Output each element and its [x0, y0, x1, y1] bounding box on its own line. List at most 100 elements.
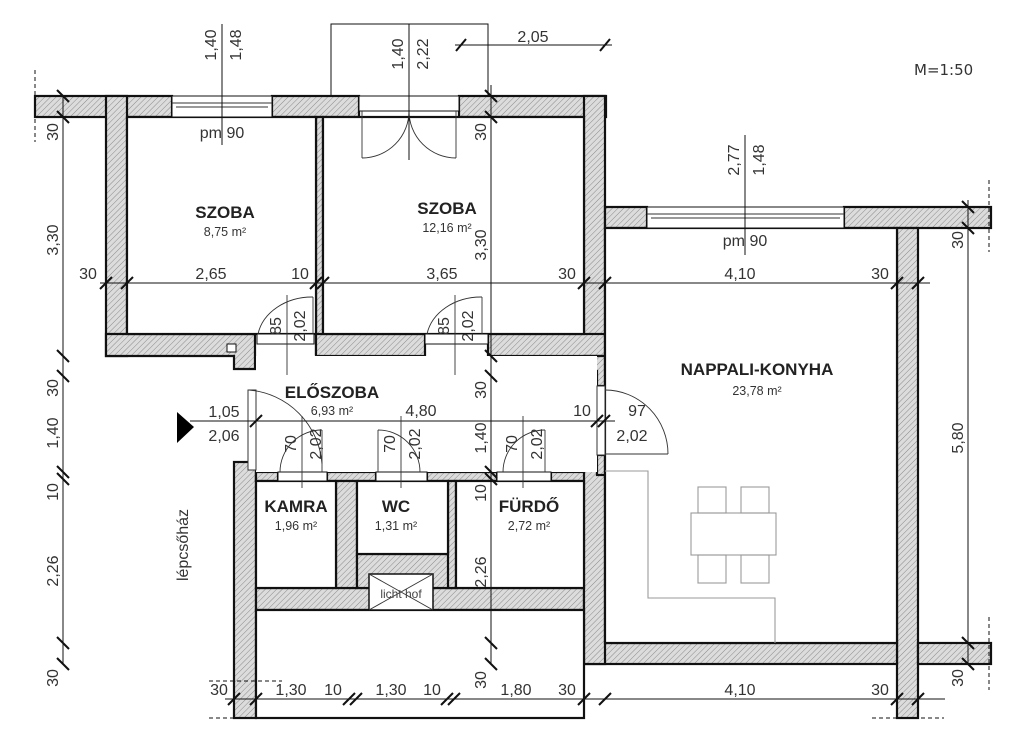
- door-height-szoba2: 2,02: [460, 310, 477, 341]
- wall-bottom-nappali: [582, 641, 899, 666]
- dim-left: 30: [45, 379, 62, 397]
- dim-right: 30: [950, 231, 967, 249]
- scale-label: M=1:50: [914, 61, 973, 79]
- dining-table: [690, 512, 777, 556]
- wall-corridor-end: [595, 453, 607, 477]
- dim-bottom: 10: [324, 682, 342, 699]
- room-area-szoba1: 8,75 m²: [204, 225, 246, 239]
- wall-nappali-top-left: [603, 205, 649, 230]
- dim-top: 30: [871, 266, 889, 283]
- entrance-arrow-icon: [177, 412, 194, 443]
- door-width-furdo: 70: [504, 435, 521, 453]
- room-area-eloszoba: 6,93 m²: [311, 404, 353, 418]
- wall-left-szoba1: [104, 94, 129, 358]
- balcony-door-height: 2,22: [415, 38, 432, 69]
- dim-top: 3,65: [426, 266, 457, 283]
- wall-kamra-wc: [334, 479, 359, 590]
- wall-szoba2-bottom-right: [486, 332, 607, 358]
- dim-mid: 30: [473, 123, 490, 141]
- dim-bottom: 1,30: [375, 682, 406, 699]
- room-name-nappali: NAPPALI-KONYHA: [681, 360, 834, 379]
- dim-top: 30: [558, 266, 576, 283]
- dim-top: 2,65: [195, 266, 226, 283]
- dim-right: 5,80: [950, 422, 967, 453]
- dim-mid: 30: [473, 381, 490, 399]
- dim-hall: 4,80: [405, 403, 436, 420]
- room-name-szoba2: SZOBA: [417, 199, 477, 218]
- room-area-kamra: 1,96 m²: [275, 519, 317, 533]
- room-area-szoba2: 12,16 m²: [422, 221, 471, 235]
- door-height-nappali: 2,02: [616, 428, 647, 445]
- wall-nappali-top-right: [842, 205, 993, 230]
- window-height-nappali: 1,48: [751, 144, 768, 175]
- door-height-wc: 2,02: [407, 428, 424, 459]
- door-width-wc: 70: [382, 435, 399, 453]
- window-height-szoba1: 1,48: [228, 29, 245, 60]
- door-width-entrance: 1,05: [208, 404, 239, 421]
- dim-mid: 30: [473, 671, 490, 689]
- room-name-eloszoba: ELŐSZOBA: [285, 383, 379, 402]
- wall-furdo-right: [582, 462, 607, 666]
- window-width-nappali: 2,77: [726, 144, 743, 175]
- chimney: [226, 343, 237, 353]
- dim-left: 2,26: [45, 555, 62, 586]
- dim-mid: 10: [473, 484, 490, 502]
- kitchen-counter: [605, 470, 776, 643]
- room-interiors: [125, 115, 899, 720]
- chair: [697, 554, 727, 584]
- wall-left-lower: [232, 460, 258, 720]
- dim-mid: 2,26: [473, 556, 490, 587]
- dim-hall: 10: [573, 403, 591, 420]
- dim-mid: 1,40: [473, 422, 490, 453]
- window-parapet-nappali: pm 90: [723, 233, 768, 250]
- door-wc: [375, 429, 428, 482]
- door-kamra: [277, 429, 328, 482]
- wall-right: [895, 226, 920, 720]
- dim-balcony-offset: 2,05: [517, 29, 548, 46]
- wall-szoba2-bottom-left: [314, 332, 427, 358]
- dim-bottom: 30: [558, 682, 576, 699]
- staircase-label: lépcsőház: [175, 509, 192, 581]
- door-height-szoba1: 2,02: [292, 310, 309, 341]
- dim-left: 30: [45, 669, 62, 687]
- door-height-kamra: 2,02: [308, 428, 325, 459]
- door-width-nappali: 97: [628, 403, 646, 420]
- chair: [697, 486, 727, 514]
- dim-left: 10: [45, 483, 62, 501]
- wall-top-left: [33, 94, 174, 119]
- balcony-door-width: 1,40: [390, 38, 407, 69]
- wall-top-mid: [270, 94, 361, 119]
- room-name-kamra: KAMRA: [264, 497, 327, 516]
- chair: [740, 554, 770, 584]
- dim-top: 4,10: [724, 266, 755, 283]
- lightwell: licht hof: [368, 573, 434, 611]
- room-area-wc: 1,31 m²: [375, 519, 417, 533]
- dim-bottom: 4,10: [724, 682, 755, 699]
- room-area-nappali: 23,78 m²: [732, 384, 781, 398]
- door-szoba1: [256, 296, 315, 345]
- door-furdo: [496, 429, 552, 482]
- dim-bottom: 10: [423, 682, 441, 699]
- dim-top: 30: [79, 266, 97, 283]
- dim-bottom: 1,80: [500, 682, 531, 699]
- door-width-szoba2: 85: [436, 317, 453, 335]
- lightwell-label: licht hof: [380, 587, 422, 601]
- room-name-furdo: FÜRDŐ: [499, 497, 559, 516]
- window-parapet-szoba1: pm 90: [200, 125, 245, 142]
- dim-bottom: 30: [871, 682, 889, 699]
- dim-left: 1,40: [45, 417, 62, 448]
- dim-right: 30: [950, 669, 967, 687]
- room-name-szoba1: SZOBA: [195, 203, 255, 222]
- room-labels: SZOBA 8,75 m² SZOBA 12,16 m² NAPPALI-KON…: [195, 199, 833, 533]
- dim-bottom: 30: [210, 682, 228, 699]
- chair: [740, 486, 770, 514]
- wall-wc-furdo: [446, 479, 458, 590]
- door-szoba2: [424, 296, 489, 345]
- dim-left: 3,30: [45, 224, 62, 255]
- door-entrance: [247, 389, 323, 471]
- dim-mid: 3,30: [473, 229, 490, 260]
- wall-wet-top-2: [325, 470, 378, 483]
- door-height-entrance: 2,06: [208, 428, 239, 445]
- room-name-wc: WC: [382, 497, 410, 516]
